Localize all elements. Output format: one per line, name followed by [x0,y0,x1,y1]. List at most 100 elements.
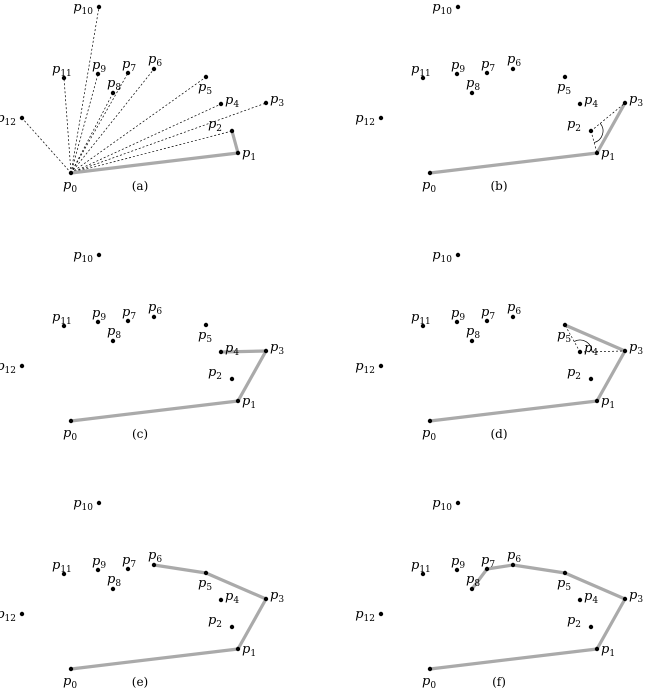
point-p7 [484,70,490,76]
point-p4 [577,349,583,355]
label-p3: p3 [270,588,284,605]
label-p10: p10 [73,248,93,265]
hull-chain [428,563,627,671]
point-p10 [455,500,461,506]
ray-p0-p9 [70,73,99,174]
point-p1 [235,150,241,156]
label-p10: p10 [432,0,452,17]
label-p1: p1 [242,146,256,163]
point-p11 [420,75,426,81]
point-p5 [562,570,568,576]
label-p3: p3 [629,92,643,109]
label-p6: p6 [148,548,162,565]
label-p7: p7 [481,57,495,74]
panel-caption: (c) [132,427,148,441]
point-p9 [95,71,101,77]
point-p7 [125,70,131,76]
label-p10: p10 [73,496,93,513]
label-p10: p10 [73,0,93,17]
label-p1: p1 [242,642,256,659]
point-p9 [454,567,460,573]
point-p9 [454,319,460,325]
label-p3: p3 [270,92,284,109]
point-p8 [469,586,475,592]
label-p4: p4 [225,341,239,358]
label-p11: p11 [411,558,431,575]
label-p12: p12 [0,607,16,624]
panel-caption: (d) [490,427,507,441]
label-p2: p2 [208,365,222,382]
point-p3 [622,100,628,106]
point-p4 [218,349,224,355]
label-p5: p5 [198,576,212,593]
point-p4 [218,597,224,603]
point-p3 [263,100,269,106]
point-p4 [577,597,583,603]
label-p0: p0 [63,426,77,443]
label-p12: p12 [355,607,375,624]
label-p10: p10 [432,496,452,513]
hull-chain [69,349,268,423]
point-p3 [263,596,269,602]
point-p5 [203,74,209,80]
point-p2 [588,128,594,134]
point-p5 [203,322,209,328]
point-p12 [378,363,384,369]
point-p0 [427,666,433,672]
label-p6: p6 [148,300,162,317]
point-p1 [235,646,241,652]
label-p7: p7 [481,553,495,570]
point-p9 [95,319,101,325]
label-p9: p9 [451,306,465,323]
label-p0: p0 [422,426,436,443]
point-p6 [151,562,157,568]
label-p12: p12 [355,359,375,376]
label-p2: p2 [208,613,222,630]
point-p5 [562,322,568,328]
ray-p0-p12 [21,117,72,174]
label-p9: p9 [92,306,106,323]
point-p2 [229,376,235,382]
point-p10 [455,252,461,258]
label-p11: p11 [411,62,431,79]
point-p12 [19,611,25,617]
label-p4: p4 [584,341,598,358]
label-p5: p5 [198,80,212,97]
point-p12 [19,115,25,121]
angle-arc [594,123,604,143]
label-p9: p9 [92,58,106,75]
point-p6 [151,66,157,72]
label-p2: p2 [567,365,581,382]
panel-caption: (f) [492,675,506,689]
label-p7: p7 [122,305,136,322]
point-p8 [110,338,116,344]
point-p8 [469,90,475,96]
point-p2 [588,376,594,382]
label-p6: p6 [507,300,521,317]
test-segment [564,324,581,353]
label-p12: p12 [0,359,16,376]
point-p11 [61,323,67,329]
point-p10 [96,4,102,10]
panel-caption: (a) [132,179,149,193]
hull-chain [69,563,268,671]
label-p7: p7 [122,57,136,74]
label-p2: p2 [567,613,581,630]
hull-chain [428,323,627,423]
point-p3 [263,348,269,354]
point-p9 [454,71,460,77]
ray-p0-p2 [70,130,233,174]
panel-caption: (e) [132,675,148,689]
label-p11: p11 [52,62,72,79]
ray-p0-p10 [70,6,100,174]
point-p10 [455,4,461,10]
label-p11: p11 [52,310,72,327]
label-p4: p4 [584,93,598,110]
label-p5: p5 [198,328,212,345]
label-p0: p0 [422,178,436,195]
test-segment [590,102,626,132]
label-p7: p7 [122,553,136,570]
label-p5: p5 [557,328,571,345]
point-p5 [562,74,568,80]
point-p10 [96,500,102,506]
